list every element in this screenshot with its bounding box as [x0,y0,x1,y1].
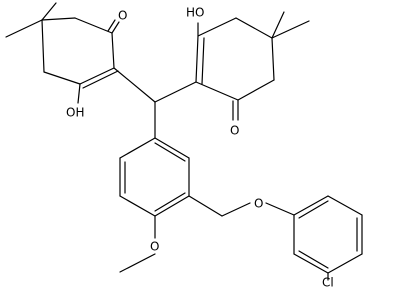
atom-label-methoxy-oxygen: O [150,240,159,254]
atom-label-hydroxyl-right: HO [186,6,204,20]
atom-label-ether-oxygen: O [254,197,263,211]
atom-label-carbonyl-oxygen-left: O [118,9,127,23]
atom-label-carbonyl-oxygen-right: O [230,124,239,138]
atom-label-hydroxyl-left: OH [66,106,84,120]
bond-lines [5,2,363,281]
atom-label-chlorine: Cl [322,276,334,290]
atom-labels: O OH HO O O O Cl [66,6,334,290]
